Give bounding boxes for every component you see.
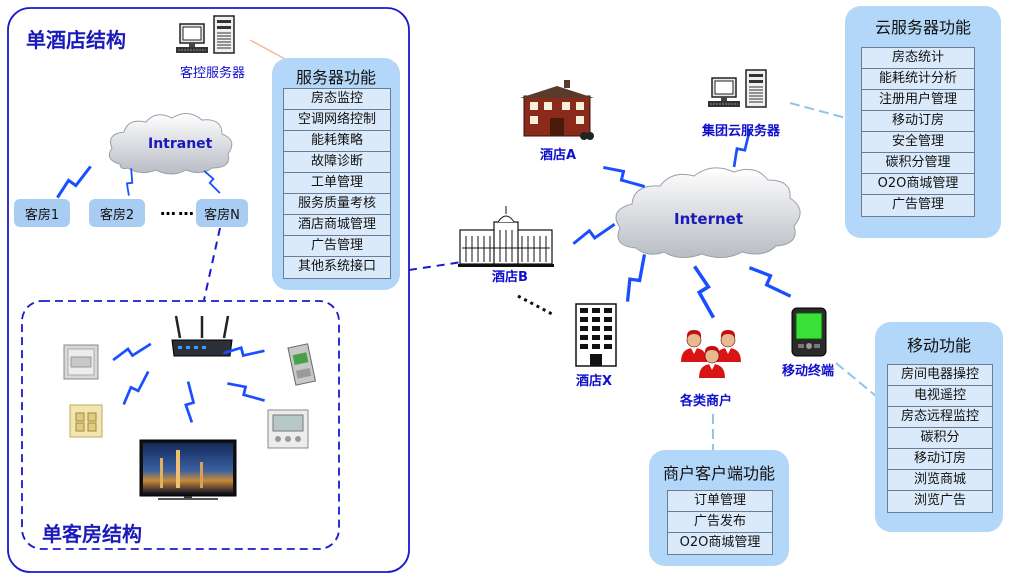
single-room-title: 单客房结构 xyxy=(42,522,142,546)
hotel-link-dashed xyxy=(408,261,463,271)
mobile-functions-title: 移动功能 xyxy=(906,336,971,355)
beige-switch-icon xyxy=(69,404,103,438)
mobile-function-item: 碳积分 xyxy=(888,428,992,449)
signal-bolt xyxy=(110,342,154,362)
server-function-item: 房态监控 xyxy=(284,89,390,110)
mobile-function-item: 移动订房 xyxy=(888,449,992,470)
hotel-a-label: 酒店A xyxy=(540,148,577,163)
hotel-x-label: 酒店X xyxy=(576,374,613,389)
group-cloud-server-icon xyxy=(707,69,767,108)
intranet-cloud xyxy=(108,113,233,175)
signal-bolt xyxy=(121,167,139,197)
room-link-dashed xyxy=(203,227,221,301)
server-function-item: 工单管理 xyxy=(284,173,390,194)
mobile-terminal-icon xyxy=(791,307,827,357)
mobile-panel-connector xyxy=(835,362,877,397)
signal-bolt xyxy=(747,257,793,307)
server-functions-title: 服务器功能 xyxy=(295,68,376,87)
internet-label: Internet xyxy=(674,210,744,228)
server-functions-list: 房态监控空调网络控制能耗策略故障诊断工单管理服务质量考核酒店商城管理广告管理其他… xyxy=(283,88,391,279)
mobile-functions-panel: 移动功能 房间电器操控电视遥控房态远程监控碳积分移动订房浏览商城浏览广告 xyxy=(875,322,1003,532)
mobile-function-item: 房间电器操控 xyxy=(888,365,992,386)
signal-bolt xyxy=(179,380,201,424)
server-function-item: 服务质量考核 xyxy=(284,194,390,215)
cloud-function-item: O2O商城管理 xyxy=(862,174,974,195)
hotel-a-icon xyxy=(520,80,594,140)
cloud-function-item: 碳积分管理 xyxy=(862,153,974,174)
hotel-control-server-icon xyxy=(175,15,235,54)
tv-icon xyxy=(139,439,237,500)
merchant-function-item: 订单管理 xyxy=(668,491,772,512)
mobile-function-item: 电视遥控 xyxy=(888,386,992,407)
mobile-functions-list: 房间电器操控电视遥控房态远程监控碳积分移动订房浏览商城浏览广告 xyxy=(887,364,993,513)
cloud-function-item: 能耗统计分析 xyxy=(862,69,974,90)
server-function-item: 能耗策略 xyxy=(284,131,390,152)
signal-bolt xyxy=(226,373,266,411)
thermostat-icon xyxy=(267,409,309,449)
cloud-functions-title: 云服务器功能 xyxy=(874,18,971,37)
merchant-function-item: 广告发布 xyxy=(668,512,772,533)
merchant-function-item: O2O商城管理 xyxy=(668,533,772,554)
mobile-function-item: 房态远程监控 xyxy=(888,407,992,428)
hotel-b-icon xyxy=(458,206,554,267)
hotel-x-icon xyxy=(575,303,617,367)
rooms-ellipsis: …… xyxy=(160,200,196,219)
cloud-panel-connector xyxy=(789,102,847,119)
cloud-function-item: 注册用户管理 xyxy=(862,90,974,111)
single-hotel-title: 单酒店结构 xyxy=(26,28,126,52)
intranet-label: Intranet xyxy=(148,136,213,152)
server-function-item: 故障诊断 xyxy=(284,152,390,173)
server-function-item: 其他系统接口 xyxy=(284,257,390,278)
single-hotel-frame xyxy=(7,7,410,573)
signal-bolt xyxy=(50,164,98,200)
server-function-item: 酒店商城管理 xyxy=(284,215,390,236)
cloud-function-item: 房态统计 xyxy=(862,48,974,69)
signal-bolt xyxy=(692,263,716,321)
server-function-item: 广告管理 xyxy=(284,236,390,257)
room-2[interactable]: 客房2 xyxy=(89,199,145,227)
merchants-label: 各类商户 xyxy=(680,394,733,409)
server-function-item: 空调网络控制 xyxy=(284,110,390,131)
internet-cloud xyxy=(615,167,801,258)
room-1[interactable]: 客房1 xyxy=(14,199,70,227)
hotel-dots-link xyxy=(517,294,553,316)
signal-bolt xyxy=(203,167,221,197)
cloud-function-item: 移动订房 xyxy=(862,111,974,132)
room-n[interactable]: 客房N xyxy=(196,199,248,227)
merchants-icon xyxy=(680,329,742,379)
server-panel-connector xyxy=(249,39,288,61)
router-icon xyxy=(171,315,233,357)
mobile-function-item: 浏览商城 xyxy=(888,470,992,491)
signal-bolt xyxy=(569,222,619,246)
merchant-functions-title: 商户客户端功能 xyxy=(662,464,775,483)
server-functions-panel: 服务器功能 房态监控空调网络控制能耗策略故障诊断工单管理服务质量考核酒店商城管理… xyxy=(272,58,400,290)
rail-module-icon xyxy=(287,343,317,386)
hotel-control-server-label: 客控服务器 xyxy=(180,66,246,81)
mobile-function-item: 浏览广告 xyxy=(888,491,992,512)
hotel-b-label: 酒店B xyxy=(492,270,528,285)
cloud-function-item: 安全管理 xyxy=(862,132,974,153)
signal-bolt xyxy=(115,370,157,406)
signal-bolt xyxy=(615,252,657,304)
wall-switch-icon xyxy=(63,344,99,380)
mobile-terminal-label: 移动终端 xyxy=(782,364,835,379)
group-cloud-server-label: 集团云服务器 xyxy=(702,124,781,139)
cloud-function-item: 广告管理 xyxy=(862,195,974,216)
